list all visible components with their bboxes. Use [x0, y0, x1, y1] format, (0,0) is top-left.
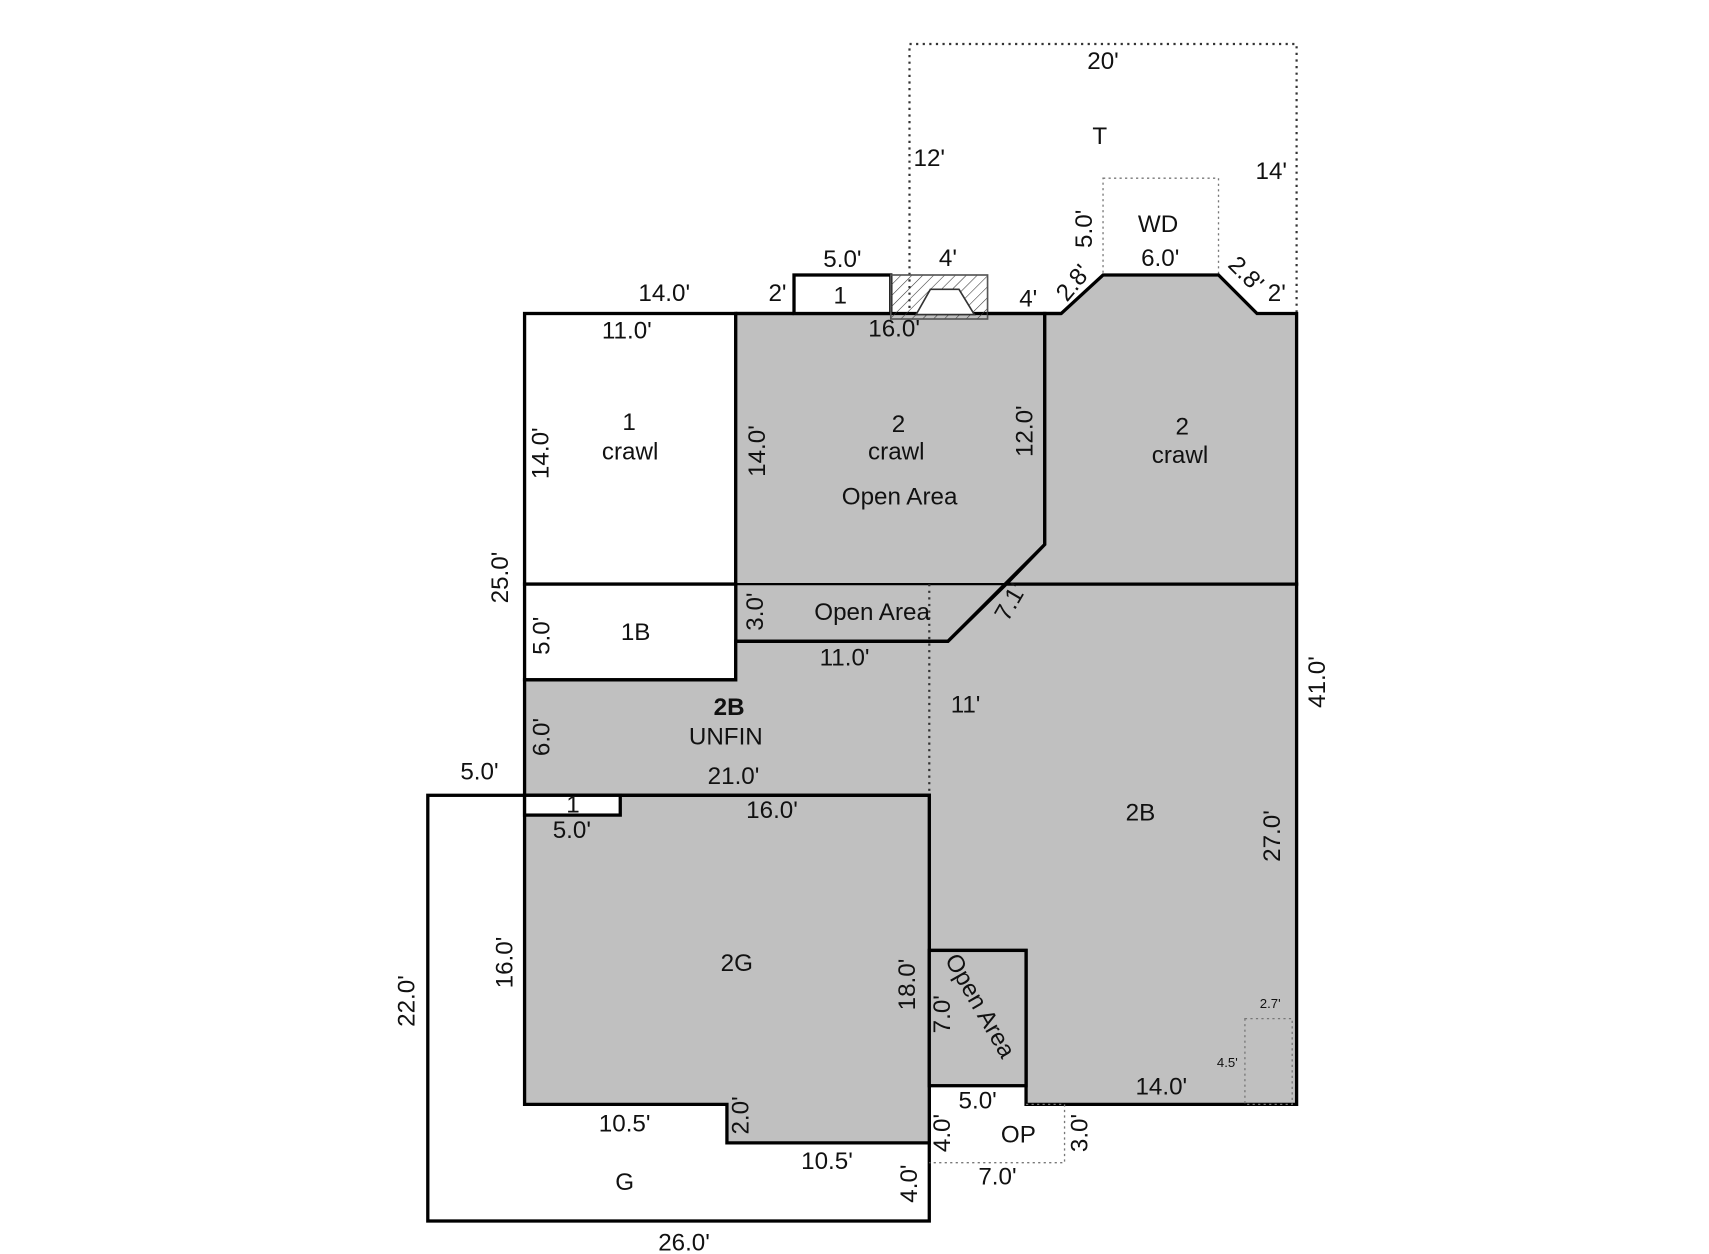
dimension-label: 26.0' [658, 1229, 710, 1254]
dimension-label: 5.0' [553, 817, 591, 844]
dimension-label: 11' [951, 692, 981, 719]
dimension-label: 5.0' [529, 617, 556, 655]
dimension-label: 3.0' [742, 592, 769, 630]
dimension-label: 1 [566, 792, 579, 819]
area-1-small [522, 793, 622, 817]
dimension-label: 14.0' [528, 427, 555, 479]
dimension-label: WD [1138, 211, 1178, 238]
dimension-label: 2B [1126, 799, 1156, 826]
dimension-label: 27.0' [1259, 810, 1286, 862]
dimension-label: 14' [1256, 158, 1288, 185]
dimension-label: 22.0' [393, 975, 420, 1027]
dimension-label: 11.0' [820, 644, 870, 671]
dimension-label: 2.7' [1260, 996, 1281, 1011]
dimension-label: 4' [939, 245, 957, 272]
dimension-label: 6.0' [529, 718, 556, 756]
dimension-label: 6.0' [1141, 245, 1179, 272]
dimension-label: G [615, 1169, 634, 1196]
dimension-label: 5.0' [823, 246, 861, 273]
dimension-label: 2.0' [728, 1096, 755, 1134]
dimension-label: 10.5' [599, 1111, 651, 1138]
dimension-label: 2 [1175, 413, 1188, 440]
dimension-label: 18.0' [894, 959, 921, 1011]
dimension-label: Open Area [842, 484, 958, 511]
dimension-label: 1 [833, 282, 846, 309]
area-op-outline [929, 1103, 1066, 1164]
dimension-label: crawl [602, 439, 658, 466]
dimension-label: crawl [1152, 442, 1208, 469]
dimension-label: 14.0' [638, 280, 690, 307]
dimension-label: 2G [721, 950, 753, 977]
dimension-label: 12.0' [1011, 405, 1038, 457]
area-open-bottom [927, 948, 1028, 1088]
dimension-label: 5.0' [959, 1088, 997, 1115]
area-small-dotted [1244, 1017, 1293, 1106]
dimension-label: 20' [1087, 48, 1119, 75]
dimension-label: 4' [1019, 286, 1037, 313]
dimension-label: 4.0' [929, 1114, 956, 1152]
dimension-label: 5.0' [1071, 210, 1098, 248]
dimension-label: 25.0' [487, 552, 514, 604]
dimension-label: 1 [622, 409, 635, 436]
dimension-label: 41.0' [1304, 656, 1331, 708]
dimension-label: 21.0' [708, 763, 760, 790]
dimension-label: 7.0' [929, 995, 956, 1033]
dimension-label: 4.5' [1217, 1055, 1238, 1070]
dimension-label: 2 [892, 411, 905, 438]
area-1-top [792, 273, 893, 316]
dimension-label: 4.0' [896, 1164, 923, 1202]
dimension-label: 7.0' [978, 1163, 1016, 1190]
dimension-label: 2' [768, 280, 786, 307]
dimension-label: 1B [621, 619, 651, 646]
dimension-label: 16.0' [491, 937, 518, 989]
area-2g [522, 793, 931, 1145]
dimension-label: crawl [868, 439, 924, 466]
dimension-label: T [1092, 123, 1107, 150]
dimension-label: 2' [1268, 280, 1286, 307]
dimension-label: 14.0' [1135, 1073, 1187, 1100]
dimension-label: 16.0' [868, 315, 920, 342]
dimension-label: 12' [914, 145, 946, 172]
dimension-label: 14.0' [744, 425, 771, 477]
dimension-label: 5.0' [460, 759, 498, 786]
fireplace-icon [889, 274, 989, 320]
dimension-label: 11.0' [602, 318, 652, 345]
dimension-label: 16.0' [746, 797, 798, 824]
dimension-label: 2B [714, 694, 745, 721]
dimension-label: 10.5' [801, 1148, 853, 1175]
dimension-label: OP [1001, 1122, 1036, 1149]
dimension-label: Open Area [814, 599, 930, 626]
dimension-label: 3.0' [1066, 1114, 1093, 1152]
dimension-label: UNFIN [689, 723, 763, 750]
area-2-crawl [1002, 273, 1299, 586]
